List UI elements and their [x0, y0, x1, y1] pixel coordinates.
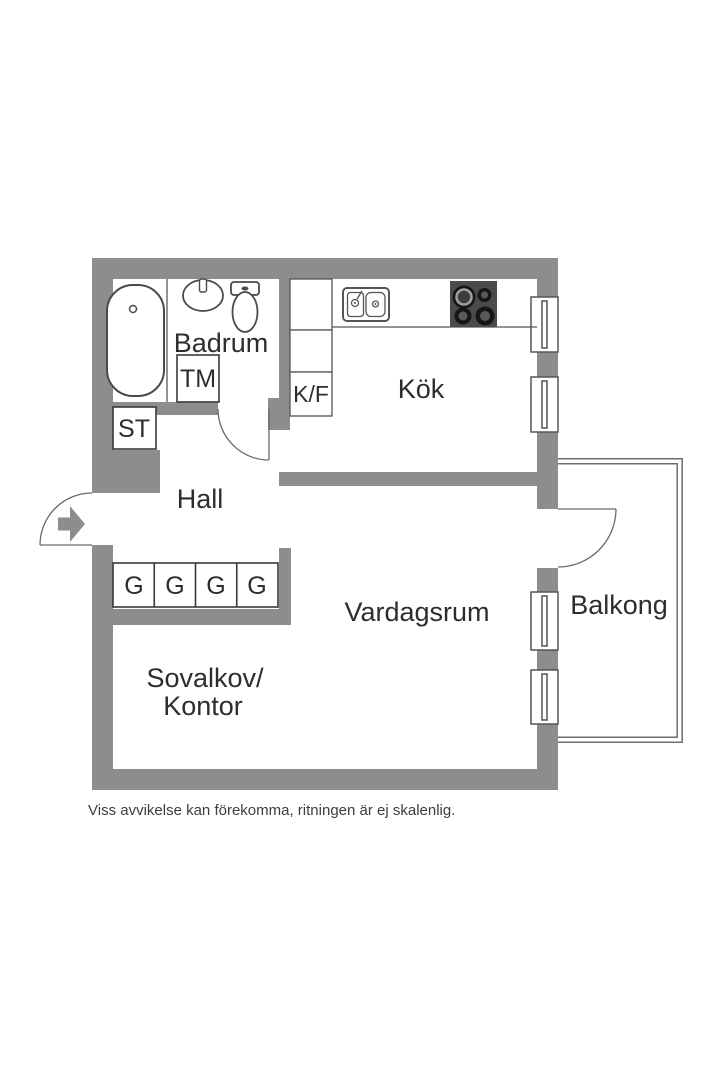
wardrobe-row: [112, 562, 279, 608]
window-livingroom-1: [530, 591, 559, 651]
bathtub-drain: [128, 304, 138, 314]
wall-bottom: [92, 769, 558, 790]
wall-kitchen-left-nub: [268, 398, 279, 430]
window-kitchen-2: [530, 376, 559, 433]
label-hall: Hall: [177, 484, 224, 514]
label-wardrobe-1: G: [124, 572, 143, 600]
cleaning-closet-box: [112, 406, 157, 450]
balcony-outline-inner: [558, 463, 678, 738]
washbasin: [182, 278, 224, 312]
sink-faucet-spout: [356, 290, 363, 300]
toilet-bowl: [231, 291, 259, 333]
label-kf: K/F: [293, 381, 329, 407]
bathroom-door: [217, 408, 270, 461]
room-labels: Badrum TM ST K/F Kök Hall G G G G Vardag…: [118, 328, 668, 721]
label-sovalkov-line1: Sovalkov/: [146, 663, 264, 693]
stove-burners: [452, 285, 495, 326]
wall-right-seg2: [537, 352, 558, 377]
entrance-door: [39, 492, 93, 546]
kitchen-fixtures: [289, 278, 537, 417]
wall-left-lower: [92, 545, 113, 790]
label-tm: TM: [180, 365, 216, 393]
kitchen-sink: [342, 287, 390, 322]
wall-kitchen-living: [279, 472, 540, 486]
label-balkong: Balkong: [570, 590, 668, 620]
counter-box-2: [289, 329, 333, 373]
label-badrum: Badrum: [174, 328, 269, 358]
entrance-door-arc: [39, 492, 93, 546]
kitchen-counter-column: [289, 278, 333, 417]
label-wardrobe-3: G: [206, 572, 225, 600]
doors: [39, 408, 617, 568]
label-wardrobe-2: G: [165, 572, 184, 600]
entrance-arrow-icon: [58, 506, 85, 542]
counter-box-1: [289, 278, 333, 331]
toilet: [230, 281, 260, 333]
bathroom-door-arc: [217, 408, 270, 461]
bathtub: [106, 284, 165, 397]
stove: [450, 281, 497, 327]
wall-right-seg6: [537, 724, 558, 790]
washbasin-tap: [198, 278, 208, 293]
washing-machine-box: [176, 354, 220, 403]
wall-wardrobe-right-stub: [279, 548, 291, 625]
label-sovalkov-line2: Kontor: [163, 691, 243, 721]
label-st: ST: [118, 415, 150, 443]
balcony-outline: [558, 458, 683, 743]
label-wardrobe-4: G: [247, 572, 266, 600]
disclaimer-text: Viss avvikelse kan förekomma, ritningen …: [88, 802, 455, 819]
wall-top: [92, 258, 558, 279]
balcony-door: [557, 508, 617, 568]
toilet-flush-button: [241, 286, 249, 291]
bathroom-fixtures: [106, 278, 260, 402]
walls: [92, 258, 558, 790]
fridge-freezer-box: [289, 371, 333, 417]
window-livingroom-2: [530, 669, 559, 725]
window-kitchen-1: [530, 296, 559, 353]
wall-right-seg3: [537, 432, 558, 509]
wall-kitchen-left: [279, 279, 290, 430]
wall-right-seg4: [537, 568, 558, 592]
wall-entry-closet-chunk: [92, 450, 160, 493]
wall-under-wardrobes: [92, 609, 279, 625]
wall-right-seg1: [537, 258, 558, 297]
label-kok: Kök: [398, 374, 445, 404]
closet-boxes: [112, 354, 279, 608]
label-vardagsrum: Vardagsrum: [344, 597, 489, 627]
balcony-outline-outer: [558, 458, 683, 743]
wall-right-seg5: [537, 650, 558, 670]
balcony-door-arc: [557, 508, 617, 568]
windows: [530, 296, 559, 725]
